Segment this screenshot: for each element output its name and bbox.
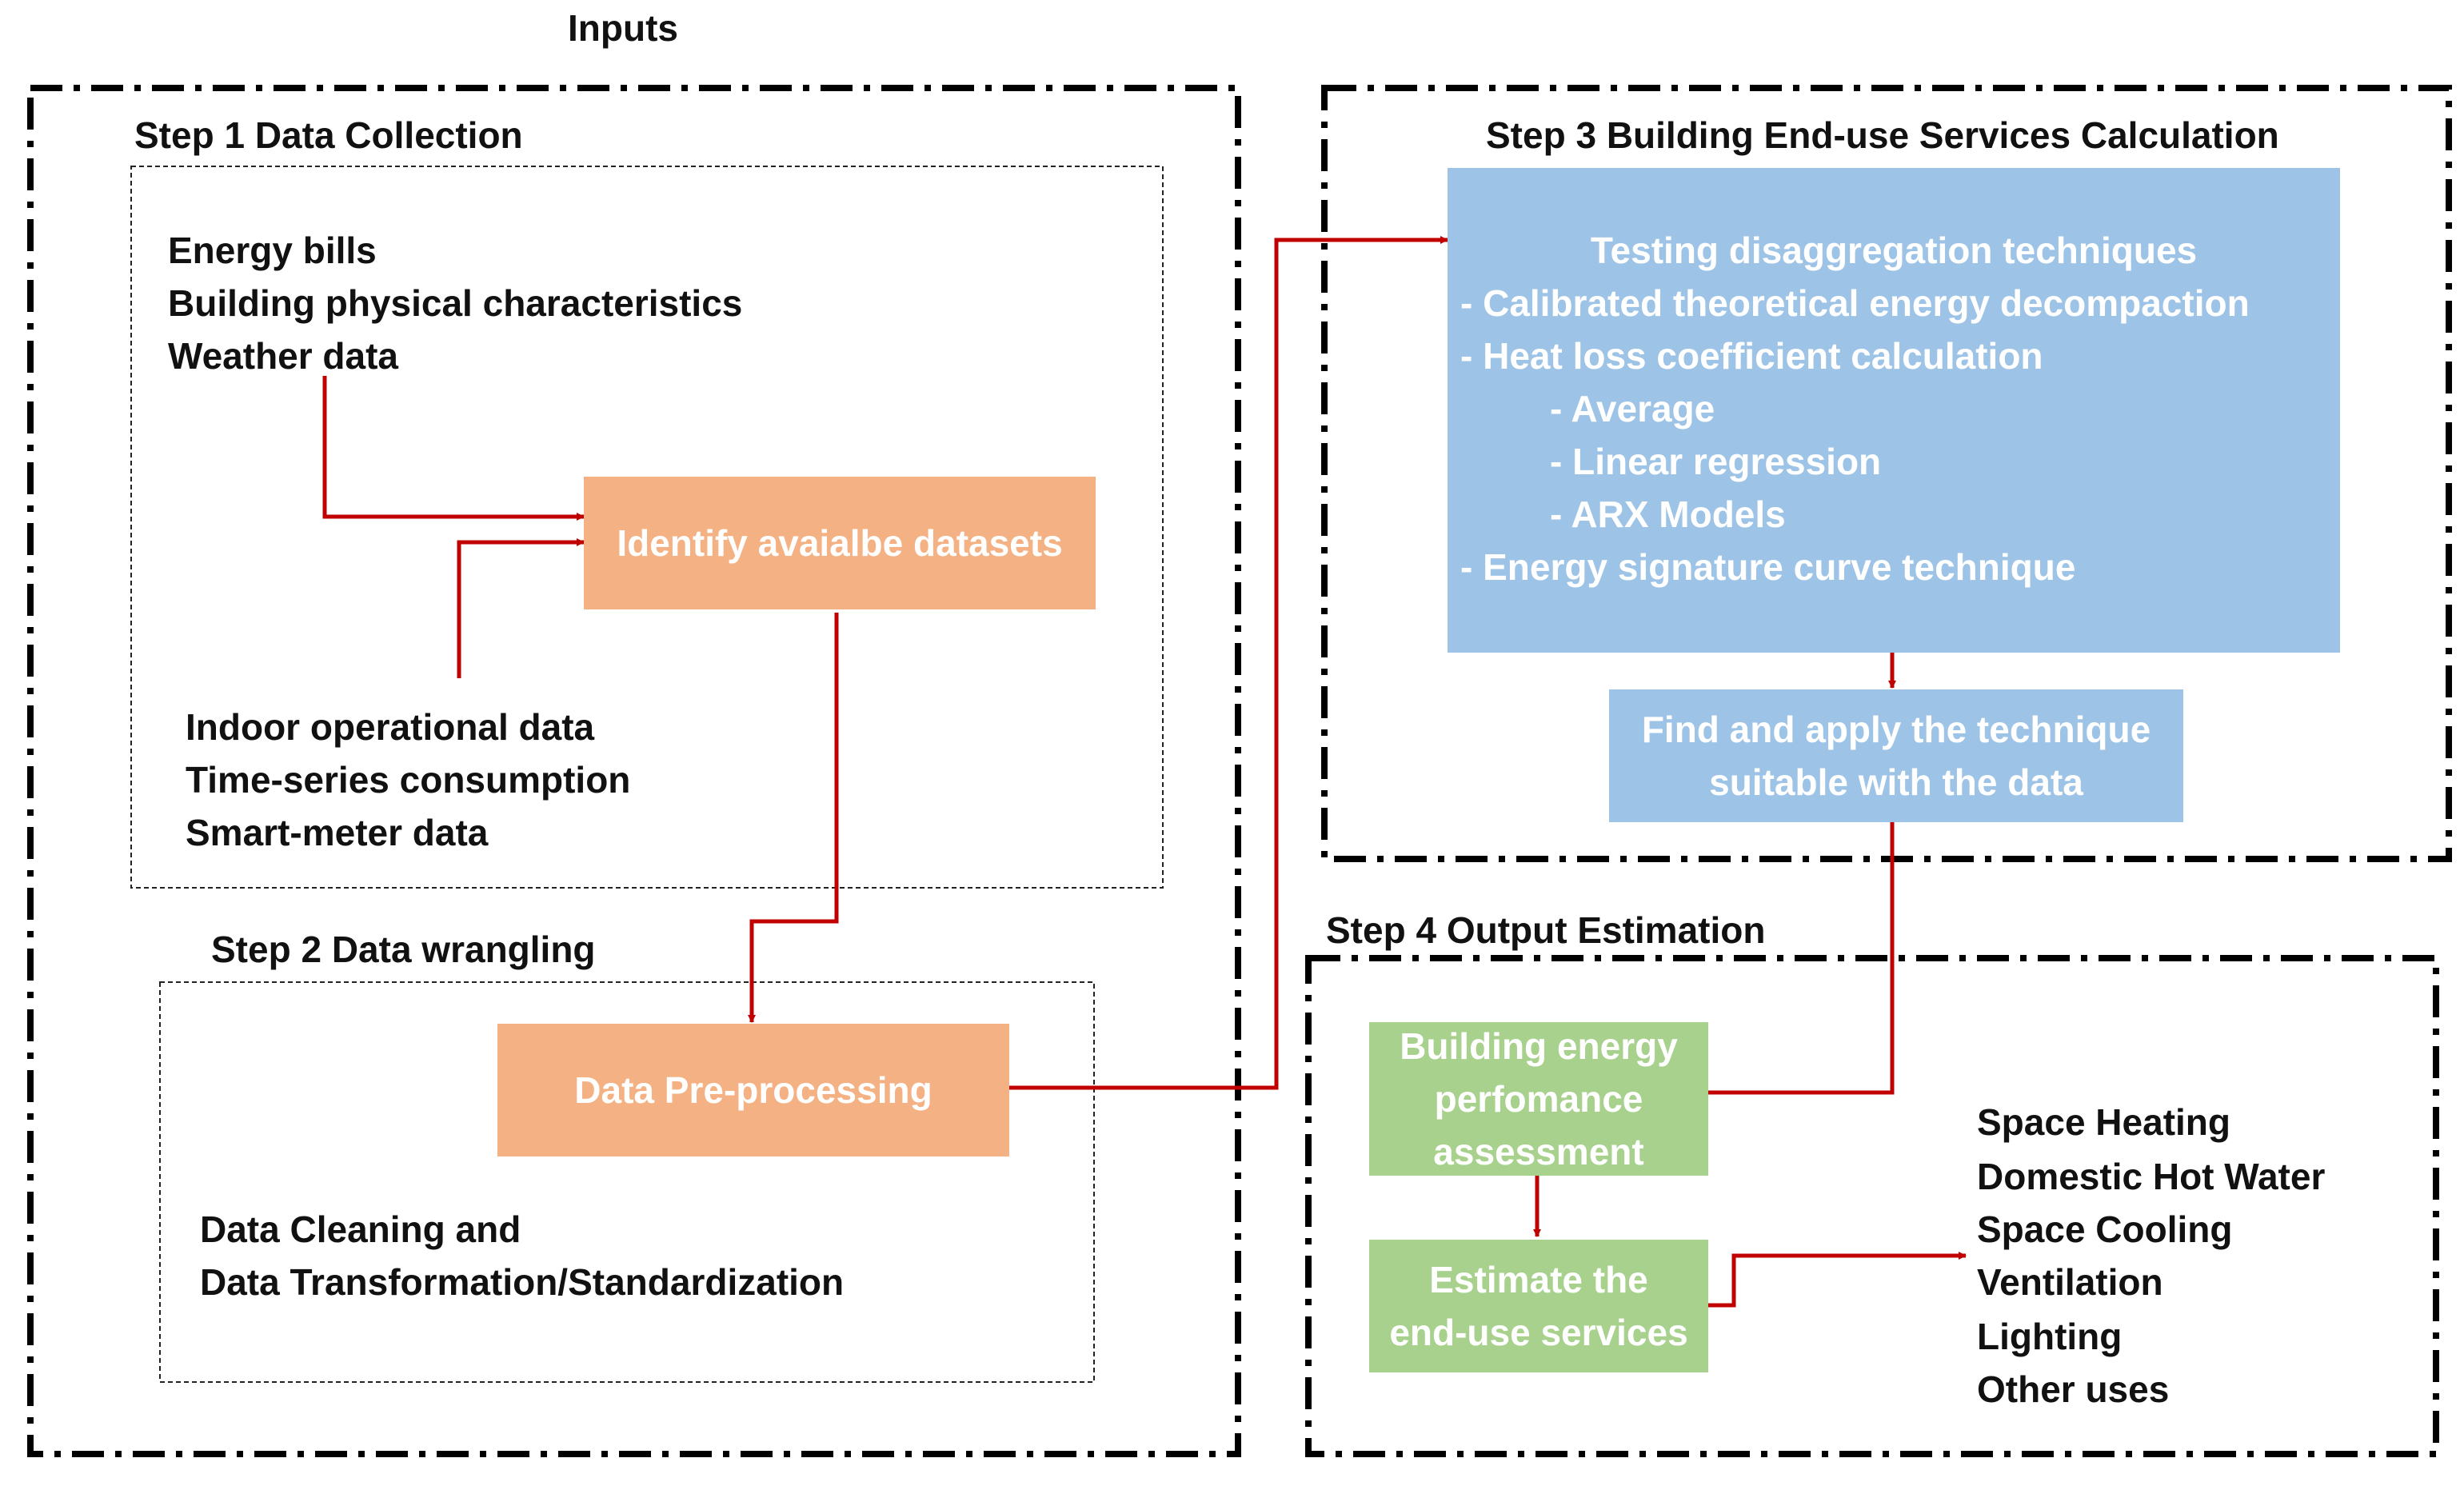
assessment-line1: Building energy xyxy=(1400,1025,1678,1067)
preprocessing-box: Data Pre-processing xyxy=(497,1024,1009,1156)
technique-arx-models: - ARX Models xyxy=(1550,493,1786,535)
output-ventilation: Ventilation xyxy=(1977,1261,2163,1303)
step1-title: Step 1 Data Collection xyxy=(134,114,523,156)
input-building-physical-characteristics: Building physical characteristics xyxy=(168,282,743,324)
technique-heat-loss-coefficient: - Heat loss coefficient calculation xyxy=(1460,335,2043,377)
apply-technique-box: Find and apply the technique suitable wi… xyxy=(1609,689,2183,822)
estimate-line2: end-use services xyxy=(1389,1312,1688,1353)
technique-calibrated-decomposition: - Calibrated theoretical energy decompac… xyxy=(1460,282,2250,324)
arrow-top-inputs-to-identify xyxy=(322,376,585,521)
frame-step4 xyxy=(1305,955,2439,1457)
assessment-box: Building energy perfomance assessment xyxy=(1369,1022,1708,1176)
inputs-label: Inputs xyxy=(568,7,678,49)
arrow-identify-to-preprocessing xyxy=(748,613,839,1023)
step3-title: Step 3 Building End-use Services Calcula… xyxy=(1486,114,2279,156)
step2-title: Step 2 Data wrangling xyxy=(211,929,596,970)
estimate-box: Estimate the end-use services xyxy=(1369,1240,1708,1372)
preprocessing-label: Data Pre-processing xyxy=(574,1069,932,1111)
apply-technique-line1: Find and apply the technique xyxy=(1641,709,2151,750)
output-space-heating: Space Heating xyxy=(1977,1101,2230,1143)
technique-energy-signature: - Energy signature curve technique xyxy=(1460,546,2076,588)
arrow-bottom-inputs-to-identify xyxy=(457,538,585,678)
output-space-cooling: Space Cooling xyxy=(1977,1208,2233,1250)
frame-inputs xyxy=(27,85,1241,1457)
identify-datasets-box: Identify avaialbe datasets xyxy=(584,477,1096,609)
input-smart-meter-data: Smart-meter data xyxy=(186,812,489,853)
frame-step3 xyxy=(1321,85,2452,862)
apply-technique-line2: suitable with the data xyxy=(1709,761,2083,803)
step2-description-line1: Data Cleaning and xyxy=(200,1208,521,1250)
technique-linear-regression: - Linear regression xyxy=(1550,441,1882,482)
arrow-estimate-to-outputs xyxy=(1708,1252,1967,1308)
input-energy-bills: Energy bills xyxy=(168,230,377,271)
techniques-box: Testing disaggregation techniques - Cali… xyxy=(1448,168,2340,653)
input-indoor-operational-data: Indoor operational data xyxy=(186,706,595,748)
technique-average: - Average xyxy=(1550,388,1715,429)
step2-description-line2: Data Transformation/Standardization xyxy=(200,1261,845,1303)
input-weather-data: Weather data xyxy=(168,335,399,377)
output-lighting: Lighting xyxy=(1977,1316,2123,1357)
identify-datasets-label: Identify avaialbe datasets xyxy=(617,522,1063,564)
assessment-line3: assessment xyxy=(1433,1131,1644,1172)
techniques-heading: Testing disaggregation techniques xyxy=(1590,230,2198,271)
input-time-series-consumption: Time-series consumption xyxy=(186,759,631,801)
step4-title: Step 4 Output Estimation xyxy=(1326,909,1766,951)
output-other-uses: Other uses xyxy=(1977,1368,2170,1410)
output-domestic-hot-water: Domestic Hot Water xyxy=(1977,1156,2326,1197)
frame-step1 xyxy=(130,166,1164,889)
estimate-line1: Estimate the xyxy=(1429,1259,1648,1300)
arrow-apply-to-assessment xyxy=(1708,821,1895,1095)
assessment-line2: perfomance xyxy=(1434,1078,1643,1120)
arrow-preprocessing-to-techniques xyxy=(1008,236,1448,1090)
frame-step2 xyxy=(159,981,1095,1383)
